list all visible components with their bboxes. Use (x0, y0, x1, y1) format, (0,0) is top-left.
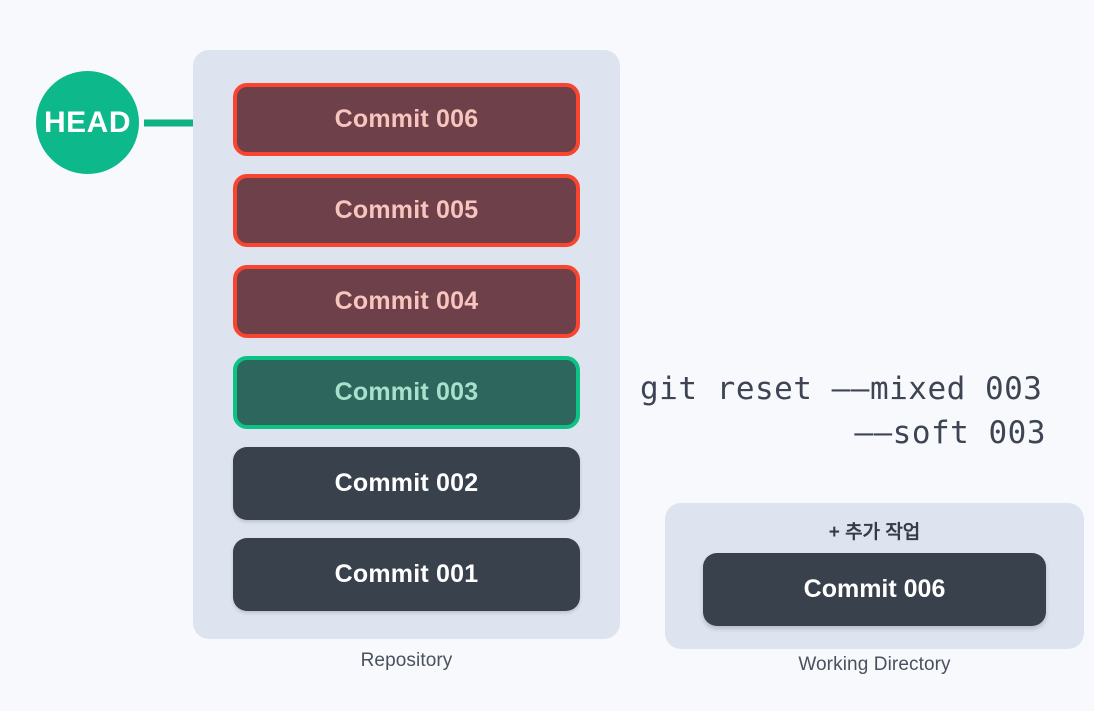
git-command-annotation: git reset ––mixed 003 ––soft 003 (640, 367, 1060, 455)
working-directory-caption: Working Directory (798, 654, 951, 675)
head-marker: HEAD (36, 71, 139, 174)
commit-stack: Commit 006 Commit 005 Commit 004 Commit … (233, 83, 580, 611)
commit-node-005[interactable]: Commit 005 (233, 174, 580, 247)
head-label: HEAD (43, 105, 131, 139)
commit-node-003[interactable]: Commit 003 (233, 356, 580, 429)
git-command-line-2: ––soft 003 (854, 415, 1046, 452)
commit-node-002[interactable]: Commit 002 (233, 447, 580, 520)
git-command-line-1: git reset ––mixed 003 (640, 371, 1043, 407)
commit-node-006[interactable]: Commit 006 (233, 83, 580, 156)
commit-node-004[interactable]: Commit 004 (233, 265, 580, 338)
repository-caption: Repository (360, 650, 453, 671)
working-directory-note: + 추가 작업 (828, 522, 921, 543)
commit-node-001[interactable]: Commit 001 (233, 538, 580, 611)
working-directory-commit-006[interactable]: Commit 006 (703, 553, 1046, 626)
